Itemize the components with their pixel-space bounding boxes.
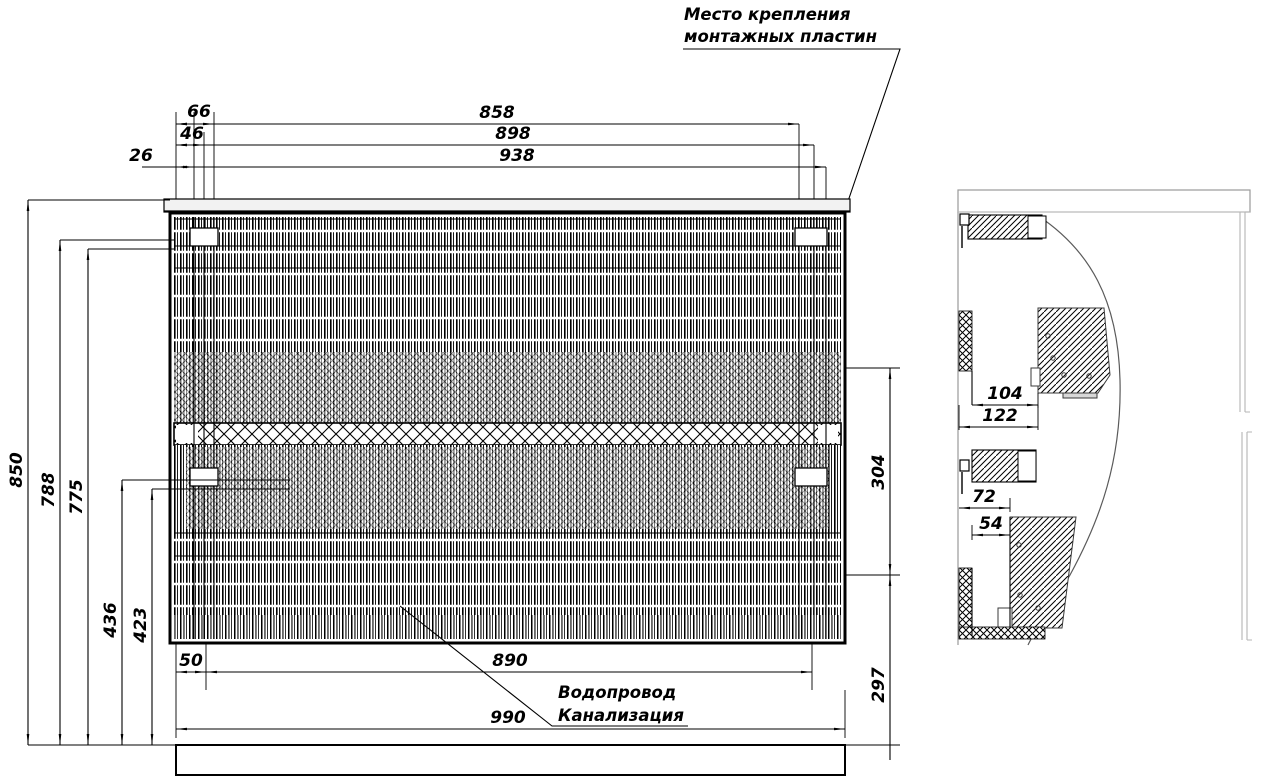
dim-122: 122: [982, 406, 1018, 426]
side-section-view: 104 122 72 54: [957, 189, 1252, 646]
separator-right-gap: [818, 425, 838, 443]
dim-436: 436: [101, 602, 121, 639]
bottom-dimension-group: 890 50 990: [175, 643, 846, 776]
cabinet-outline-top: [168, 211, 847, 645]
dim-group-104: 104: [972, 384, 1039, 408]
plinth-band: [175, 744, 846, 776]
side-right-profile: [1239, 211, 1252, 641]
side-upper-drawer: [1030, 307, 1111, 399]
countertop: [163, 198, 851, 213]
lower-drawer-front: [174, 445, 841, 639]
annotation-plumbing: Водопровод Канализация: [399, 605, 688, 727]
side-lower-drawer: [997, 516, 1077, 631]
dim-938: 938: [499, 146, 535, 166]
side-mesh-blocks: [958, 310, 1046, 640]
mounting-note-leader: [683, 48, 901, 211]
dim-423: 423: [131, 607, 151, 644]
dim-990: 990: [490, 708, 526, 728]
separator-left-gap: [176, 425, 198, 443]
lower-drawer-base-band: [174, 615, 841, 639]
mounting-note-line2: монтажных пластин: [684, 27, 877, 46]
lower-drawer-overlay: [186, 447, 829, 529]
dim-group-54: 54: [971, 514, 1010, 540]
side-mid-member: [959, 449, 1037, 494]
drawer-guides: [193, 217, 827, 639]
dim-46: 46: [179, 124, 204, 144]
dim-50: 50: [179, 651, 203, 671]
dim-group-72: 72: [959, 487, 1011, 512]
dim-850: 850: [7, 452, 27, 488]
side-top-member: [959, 213, 1047, 248]
plumbing-note-line2: Канализация: [558, 706, 684, 725]
side-countertop: [957, 189, 1251, 213]
dim-297: 297: [869, 667, 889, 703]
drawer-separator: [173, 422, 842, 446]
plumbing-note-line1: Водопровод: [558, 683, 676, 702]
mounting-note-line1: Место крепления: [684, 5, 851, 24]
dim-54: 54: [979, 514, 1003, 534]
dim-890: 890: [492, 651, 528, 671]
dim-898: 898: [495, 124, 531, 144]
left-dimension-group: 850 788 775 436 423: [7, 199, 290, 746]
dim-304: 304: [869, 454, 889, 490]
dim-788: 788: [39, 472, 59, 508]
dim-104: 104: [987, 384, 1023, 404]
annotation-mounting-plates: Место крепления монтажных пластин: [683, 5, 901, 211]
dim-26: 26: [129, 146, 153, 166]
upper-drawer-overlay: [174, 352, 841, 423]
upper-drawer-front: [174, 217, 841, 423]
mounting-plates: [189, 227, 828, 487]
top-dimension-group: 858 898 938 66 46 26: [129, 102, 827, 215]
dim-72: 72: [972, 487, 996, 507]
separator-band: [173, 422, 842, 446]
dim-775: 775: [67, 479, 87, 515]
plumbing-note-leader: [399, 605, 688, 727]
dim-66: 66: [187, 102, 211, 122]
dim-858: 858: [479, 103, 515, 123]
cabinet-front-view: [163, 198, 851, 645]
dim-group-122: 122: [958, 405, 1039, 430]
right-dimension-group: 304 297: [845, 367, 900, 760]
